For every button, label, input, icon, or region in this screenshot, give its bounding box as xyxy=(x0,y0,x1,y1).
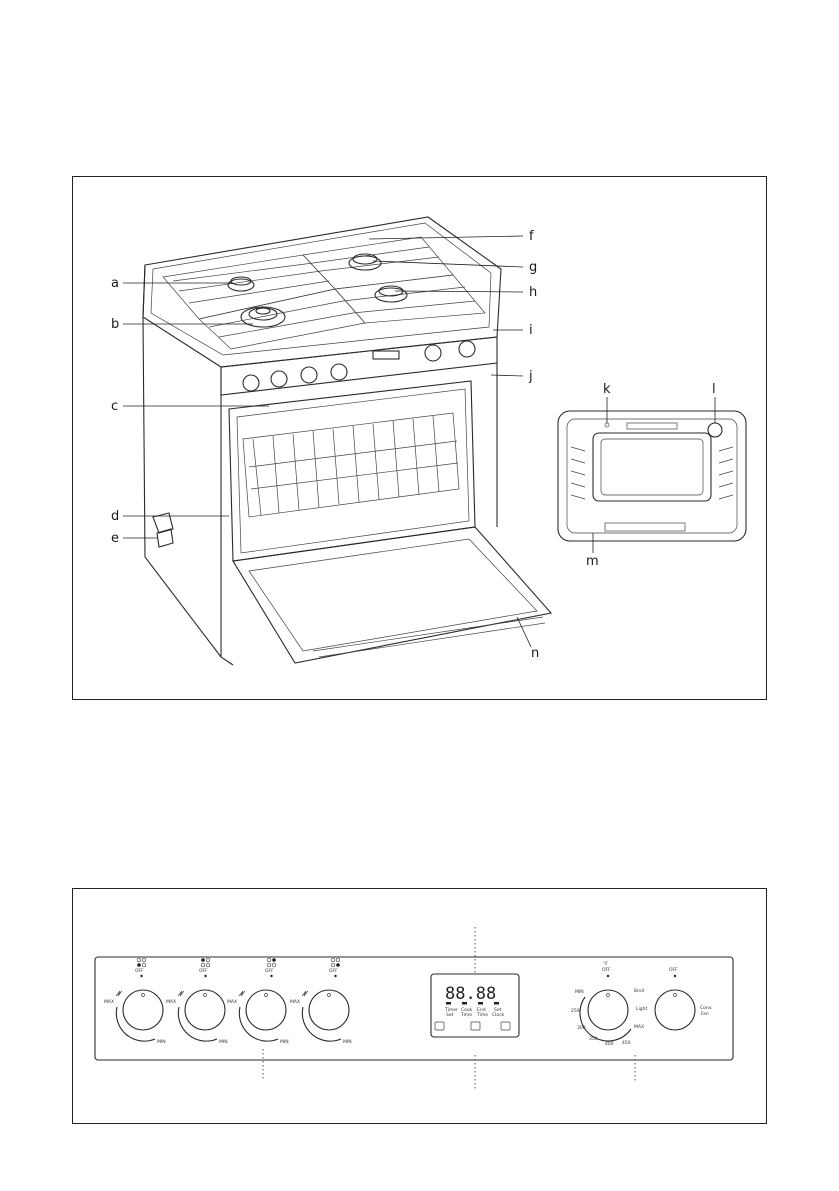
callout-e: e xyxy=(111,532,119,545)
function-knob[interactable] xyxy=(655,975,695,1030)
thermostat-400-label: 400 xyxy=(605,1041,614,1047)
control-panel-diagram-frame: OFF MAX MIN OFF MAX MIN OFF MAX MIN OFF … xyxy=(72,888,767,1124)
knob-4-max-label: MAX xyxy=(290,999,300,1005)
callout-d: d xyxy=(111,510,119,523)
knob-1-off-label: OFF xyxy=(135,968,144,974)
cook-time-label-2: Time xyxy=(460,1012,472,1018)
set-clock-label-2: Clock xyxy=(492,1012,505,1018)
callout-j: j xyxy=(529,370,533,383)
burner-knob-3[interactable] xyxy=(239,958,286,1041)
knob-2-off-label: OFF xyxy=(199,968,208,974)
callout-k: k xyxy=(603,383,611,396)
knob-2-min-label: MIN xyxy=(219,1039,228,1045)
knob-3-min-label: MIN xyxy=(280,1039,289,1045)
thermostat-min-label: MIN xyxy=(575,989,584,995)
callout-h: h xyxy=(529,286,537,299)
cooker-diagram-frame: a b c d e f g h i j k l m n xyxy=(72,176,767,700)
knob-1-max-label: MAX xyxy=(104,999,114,1005)
burner-knob-4[interactable] xyxy=(302,958,349,1041)
knob-3-max-label: MAX xyxy=(227,999,237,1005)
thermostat-350-label: 350 xyxy=(589,1036,598,1042)
callout-b: b xyxy=(111,318,119,331)
control-panel-illustration: OFF MAX MIN OFF MAX MIN OFF MAX MIN OFF … xyxy=(73,889,768,1125)
minus-button[interactable] xyxy=(435,1022,444,1030)
thermostat-max-label: MAX xyxy=(634,1024,644,1030)
cooker-illustration xyxy=(73,177,768,701)
knob-4-min-label: MIN xyxy=(343,1039,352,1045)
callout-i: i xyxy=(529,324,533,337)
knob-1-min-label: MIN xyxy=(157,1039,166,1045)
callout-f: f xyxy=(529,230,534,243)
callout-n: n xyxy=(531,647,539,660)
thermostat-unit-label: °F xyxy=(603,961,608,967)
thermostat-off-label: OFF xyxy=(602,967,611,973)
knob-3-off-label: OFF xyxy=(265,968,274,974)
callout-m: m xyxy=(586,555,599,568)
knob-2-max-label: MAX xyxy=(166,999,176,1005)
callout-a: a xyxy=(111,277,119,290)
thermostat-450-label: 450 xyxy=(622,1040,631,1046)
plus-button[interactable] xyxy=(501,1022,510,1030)
digital-display: 88.88 xyxy=(445,984,496,1004)
thermostat-broil-label: Broil xyxy=(634,988,644,994)
callout-l: l xyxy=(712,383,716,396)
knob-4-off-label: OFF xyxy=(329,968,338,974)
oven-thermostat-knob[interactable] xyxy=(580,975,631,1041)
timer-display-module: 88.88 Timer Set Cook Time End Time Set C… xyxy=(431,974,519,1037)
timer-set-label-2: Set xyxy=(446,1012,454,1018)
end-time-label-2: Time xyxy=(476,1012,488,1018)
function-knob-off-label: OFF xyxy=(669,967,678,973)
function-knob-fan-label: Fan xyxy=(701,1011,709,1017)
select-button[interactable] xyxy=(471,1022,480,1030)
thermostat-light-label: Light xyxy=(636,1006,647,1012)
function-knob-conv-label: Conv. xyxy=(700,1005,713,1011)
thermostat-250-label: 250 xyxy=(571,1008,580,1014)
thermostat-300-label: 300 xyxy=(577,1025,586,1031)
callout-c: c xyxy=(111,400,118,413)
callout-g: g xyxy=(529,261,537,274)
